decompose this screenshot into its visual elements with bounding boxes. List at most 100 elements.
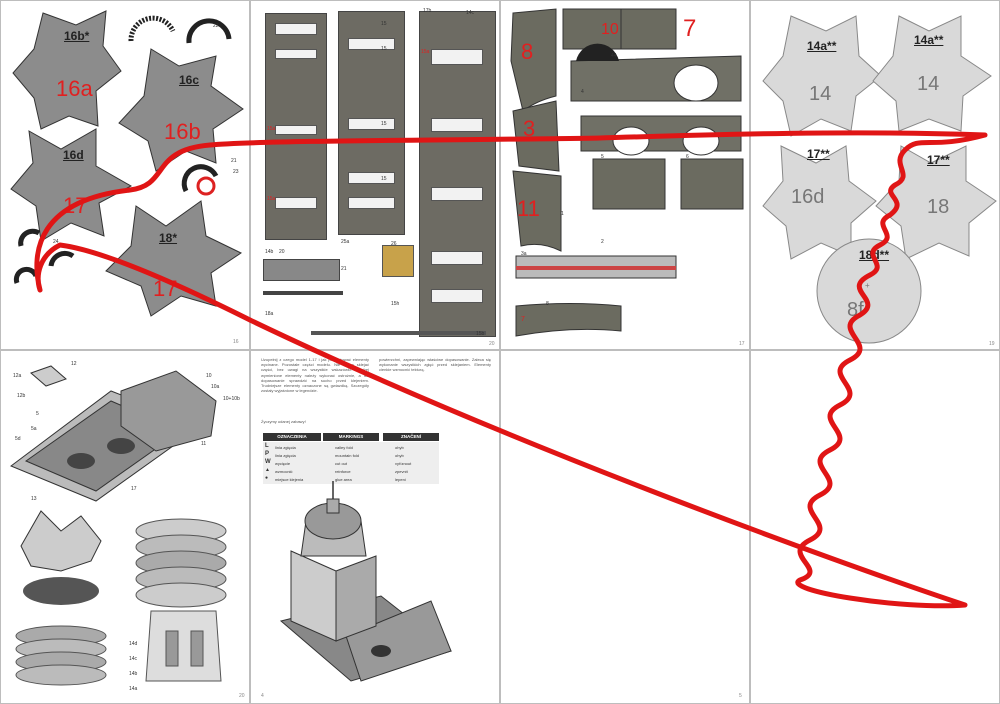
label-14c: 14c bbox=[466, 10, 475, 16]
label-15-d: 15 bbox=[381, 176, 387, 182]
window-cutout bbox=[431, 251, 483, 265]
window-cutout bbox=[348, 118, 395, 130]
label-1: 1 bbox=[561, 211, 564, 217]
label-15a-c: 15a bbox=[267, 196, 276, 202]
sheet-instructions: Uzupełnij z czego model 1-17 i jak przyg… bbox=[250, 350, 500, 704]
ring-part-24a bbox=[18, 228, 41, 247]
render-arch bbox=[371, 645, 391, 657]
label-15b: 15b bbox=[476, 331, 485, 337]
page-number: 20 bbox=[489, 341, 495, 347]
label-5a: 5a bbox=[31, 426, 37, 432]
arch-hole bbox=[67, 453, 95, 469]
arch-hole bbox=[107, 438, 135, 454]
label-11: 11 bbox=[201, 441, 207, 447]
window-cutout bbox=[431, 49, 483, 65]
window-cutout bbox=[275, 197, 317, 209]
dark-arc bbox=[576, 43, 619, 61]
star-part-16b bbox=[118, 48, 244, 172]
page-number: 17 bbox=[739, 341, 745, 347]
label-4: 4 bbox=[581, 89, 584, 95]
label-8-small: 8 bbox=[546, 301, 549, 307]
star-part-16a bbox=[12, 10, 122, 130]
sheet-star-parts: 16b* 16a 16c 16b 16d 17 18* 17 22 21 23 … bbox=[0, 0, 250, 350]
label-15-c: 15 bbox=[381, 121, 387, 127]
assembly-drawing bbox=[9, 365, 227, 686]
label-14a: 14a bbox=[129, 686, 138, 692]
arch-opening bbox=[673, 64, 719, 102]
gold-part-26 bbox=[382, 245, 414, 277]
light-stars-drawing bbox=[762, 15, 997, 344]
curved-parapet bbox=[515, 303, 622, 337]
window-strip bbox=[263, 259, 340, 281]
window-cutout bbox=[275, 125, 317, 135]
label-20: 20 bbox=[279, 249, 285, 255]
stone-block-b bbox=[680, 158, 744, 210]
page-number: 5 bbox=[739, 693, 742, 699]
road-strip-red bbox=[516, 266, 676, 270]
exploded-spire-drawing bbox=[501, 351, 750, 704]
page-number: 4 bbox=[261, 693, 264, 699]
window-cutout bbox=[348, 38, 395, 50]
part-3-curve bbox=[512, 100, 560, 172]
window-cutout bbox=[431, 289, 483, 303]
label-44: 44 bbox=[611, 53, 617, 59]
sheet-exploded-spire: 25d 5 bbox=[500, 350, 750, 704]
star-part-14a-left bbox=[762, 15, 882, 137]
window-cutout bbox=[348, 172, 395, 184]
label-15-b: 15 bbox=[381, 46, 387, 52]
stack-layer bbox=[135, 582, 227, 608]
render-bridge bbox=[345, 600, 452, 682]
window-cutout bbox=[275, 23, 317, 35]
label-13: 13 bbox=[31, 496, 37, 502]
label-6: 6 bbox=[686, 154, 689, 160]
star-part-16d bbox=[10, 128, 133, 242]
render-chapel-side bbox=[335, 555, 377, 642]
label-21: 21 bbox=[341, 266, 347, 272]
label-16a: 16a bbox=[56, 76, 93, 101]
tower-window bbox=[165, 630, 179, 667]
label-5: 5 bbox=[36, 411, 39, 417]
label-14a-right: 14a** bbox=[914, 33, 944, 47]
label-5: 5 bbox=[601, 154, 604, 160]
window-cutout bbox=[348, 197, 395, 209]
label-5d: 5d bbox=[15, 436, 21, 442]
label-16d: 16d bbox=[63, 148, 84, 162]
label-25a: 25a bbox=[341, 239, 350, 245]
window-cutout bbox=[431, 118, 483, 132]
roof-cap bbox=[30, 365, 67, 387]
label-14a-left: 14a** bbox=[807, 39, 837, 53]
label-16b: 16b bbox=[164, 119, 201, 144]
label-14c: 14c bbox=[129, 656, 138, 662]
label-18-star: 18* bbox=[159, 231, 178, 245]
label-15-a: 15 bbox=[381, 21, 387, 27]
label-17-b: 17 bbox=[153, 276, 178, 301]
part-7 bbox=[620, 8, 677, 50]
center-mark: + bbox=[865, 281, 870, 290]
label-12b: 12b bbox=[17, 393, 26, 399]
label-14d: 14d bbox=[129, 641, 138, 647]
label-7-small: 7 bbox=[521, 316, 525, 323]
label-17: 17 bbox=[131, 486, 137, 492]
label-16d-light: 16d bbox=[791, 186, 825, 208]
star-parts-drawing bbox=[10, 10, 244, 317]
bridge-textures-drawing bbox=[510, 8, 744, 337]
page-number: 20 bbox=[239, 693, 245, 699]
window-cutout bbox=[275, 49, 317, 59]
dome-top bbox=[20, 510, 102, 572]
stone-block-a bbox=[592, 158, 666, 210]
label-11: 11 bbox=[517, 196, 540, 221]
label-3a: 3a bbox=[521, 251, 527, 257]
label-18a: 18a bbox=[265, 311, 274, 317]
label-15a-a: 15a bbox=[421, 49, 430, 55]
sheet-wall-panels: 15 15 17b 14c 15a 15a 15a 14b 15 15 25a … bbox=[250, 0, 500, 350]
label-8: 8 bbox=[521, 39, 534, 64]
label-18-light: 18 bbox=[927, 196, 950, 218]
label-18d: 18d** bbox=[859, 248, 890, 262]
label-3: 3 bbox=[523, 116, 536, 141]
dome-ring bbox=[23, 577, 99, 605]
sheet-bridge-textures: 10 7 8 3 11 44 4 5 6 1 2 3a 7 8 17 bbox=[500, 0, 750, 350]
ring-part-24b bbox=[48, 250, 75, 267]
label-17-a: 17 bbox=[63, 193, 88, 218]
floor-strip bbox=[311, 331, 486, 335]
render-lantern bbox=[326, 498, 340, 514]
